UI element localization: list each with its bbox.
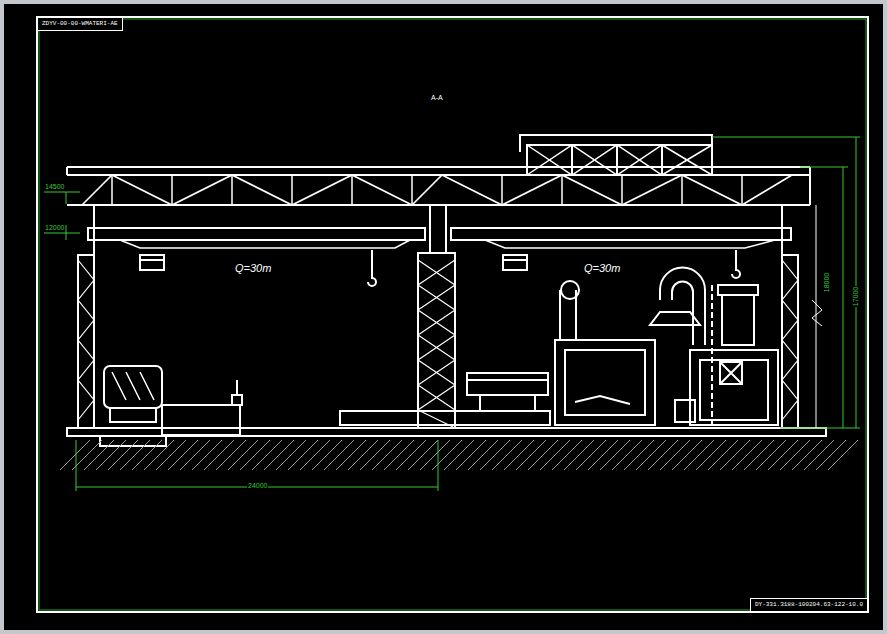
elevation-dimension: 12000 [44,224,65,231]
drawing-code: ZDYV-00-00-WMATERI-AE [42,21,118,27]
crane-capacity: Q=30m [583,263,621,274]
crane-capacity: Q=30m [234,263,272,274]
section-title: A-A [430,94,444,101]
title-block: DY-331.3188-100204.63-122-10.0 [750,598,868,612]
drawing-code: DY-331.3188-100204.63-122-10.0 [755,602,863,608]
height-dimension: 17000 [853,285,860,306]
elevation-dimension: 14500 [44,183,65,190]
title-block: ZDYV-00-00-WMATERI-AE [37,17,123,31]
span-dimension: 24000 [247,482,268,489]
height-dimension: 18000 [824,271,831,292]
